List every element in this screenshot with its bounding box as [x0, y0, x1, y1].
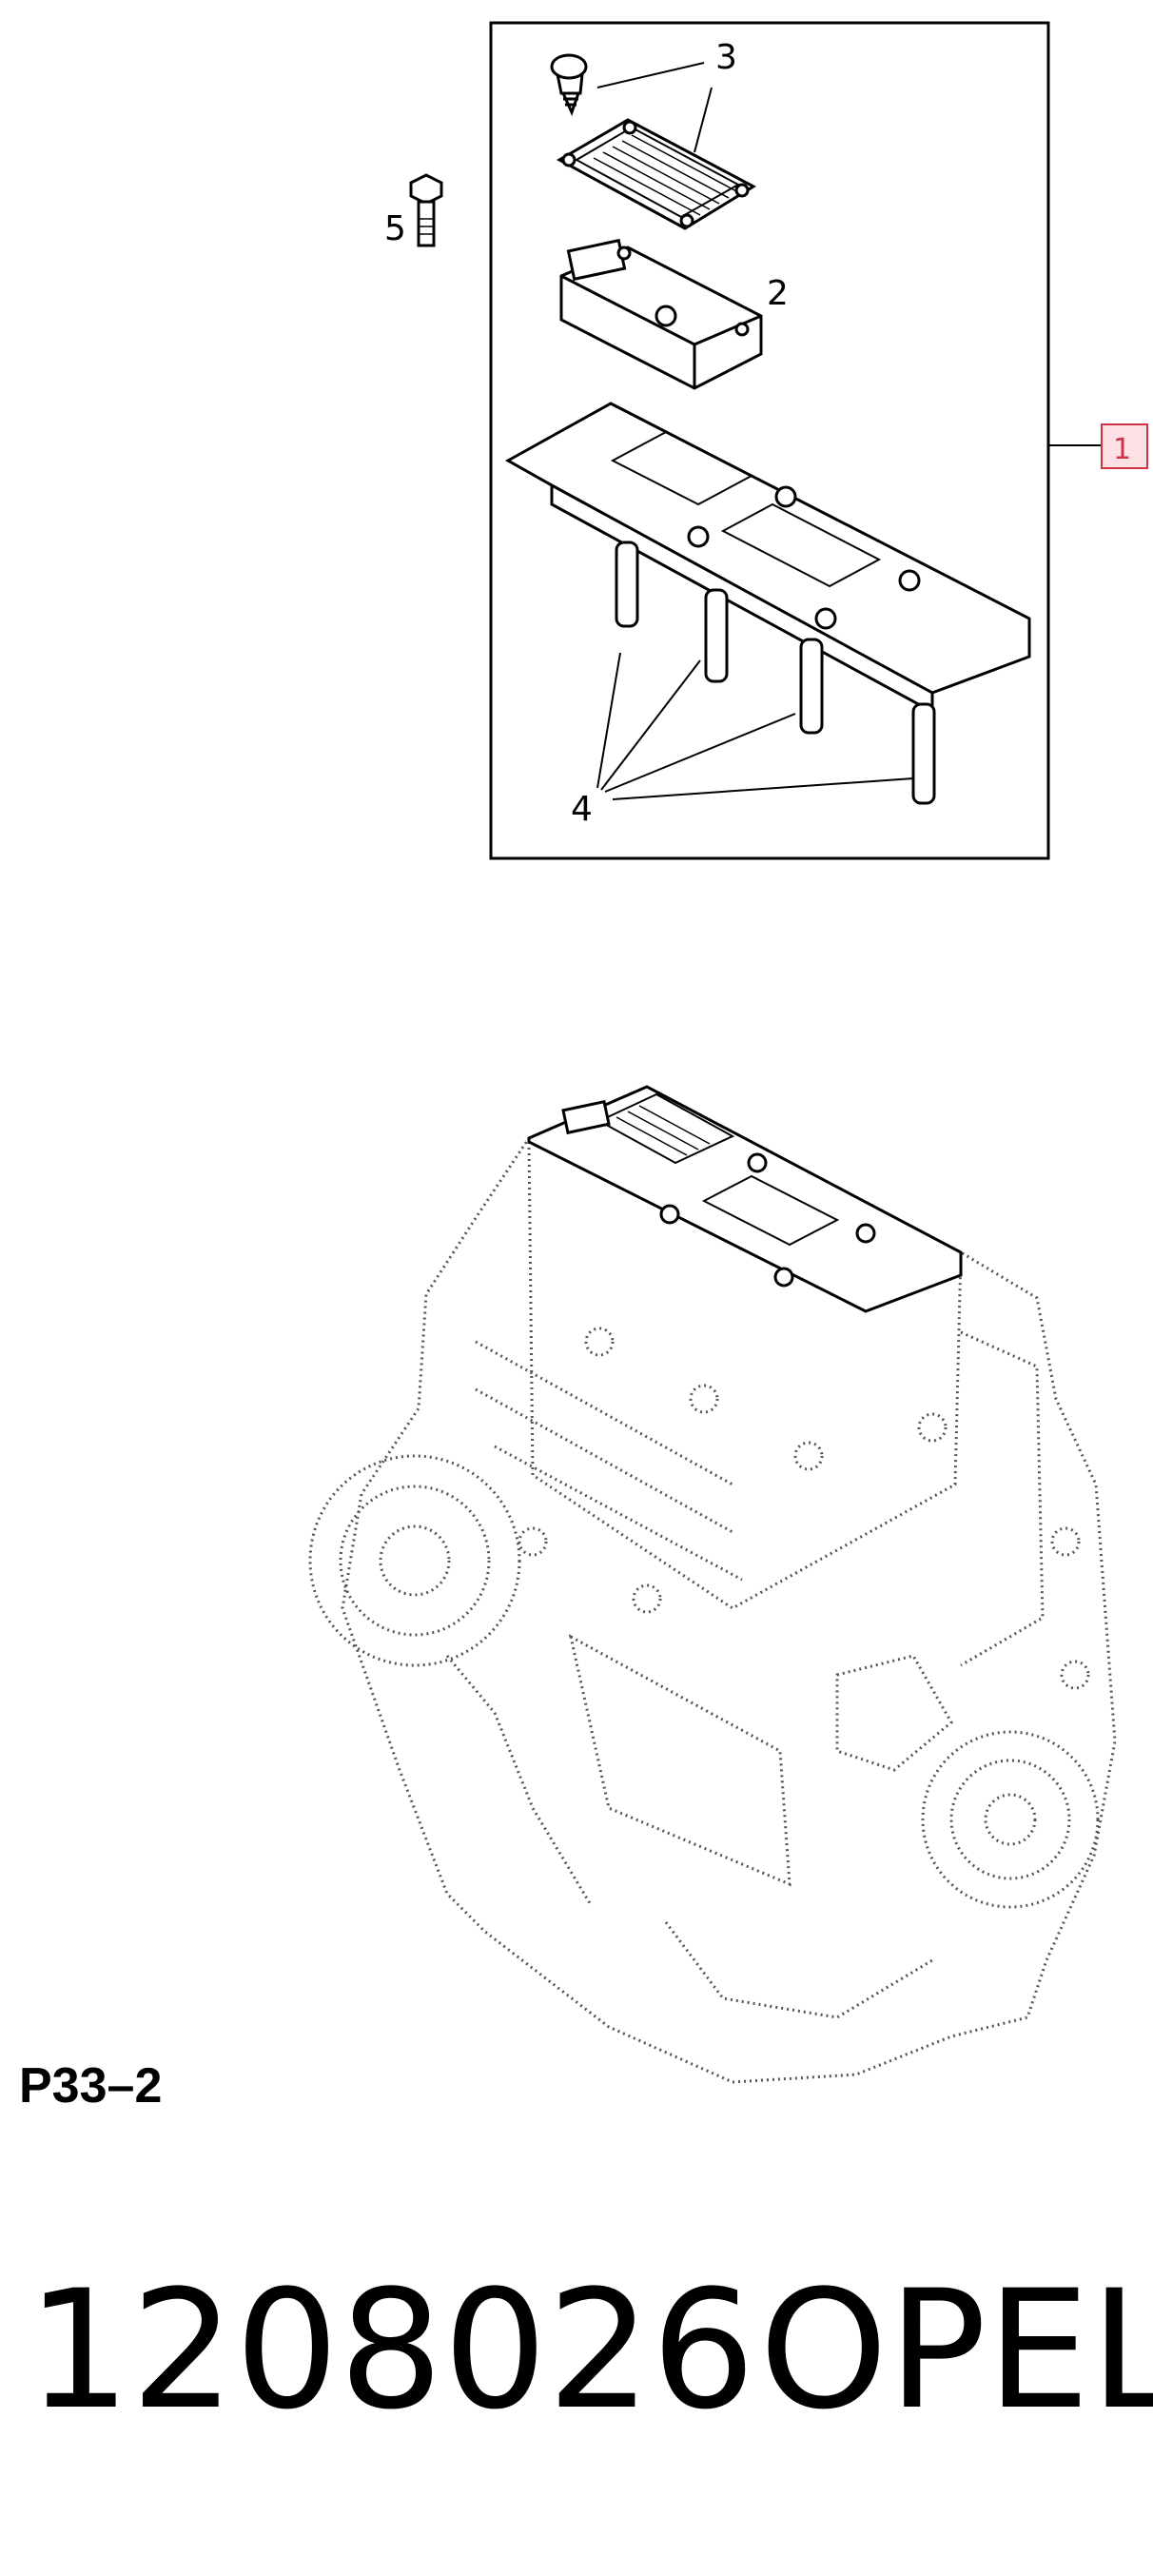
leader-3a	[596, 62, 705, 88]
part-number: 1208026	[27, 2254, 756, 2446]
assembly-frame	[489, 21, 1050, 860]
diagram-code: P33–2	[19, 2058, 163, 2114]
callout-3: 3	[715, 38, 737, 77]
footer: 1208026 OPEL	[27, 2254, 1153, 2446]
brand-name: OPEL	[759, 2254, 1153, 2446]
part-control-module	[559, 238, 763, 390]
part-coil-housing	[504, 402, 1031, 715]
part-bolt	[409, 173, 443, 247]
leaders-4	[596, 652, 914, 800]
installed-coil-assembly	[527, 1085, 963, 1313]
part-plug-boots	[615, 541, 936, 805]
callout-5: 5	[384, 209, 406, 248]
reference-badge	[1101, 423, 1148, 469]
engine-outline-dotted	[308, 1085, 1117, 2084]
callout-2: 2	[767, 274, 789, 313]
callout-1: 1	[1113, 433, 1131, 466]
callout-4: 4	[571, 790, 593, 829]
leader-3b	[694, 87, 713, 153]
part-screw	[550, 53, 588, 117]
part-cover-plate	[556, 118, 757, 230]
